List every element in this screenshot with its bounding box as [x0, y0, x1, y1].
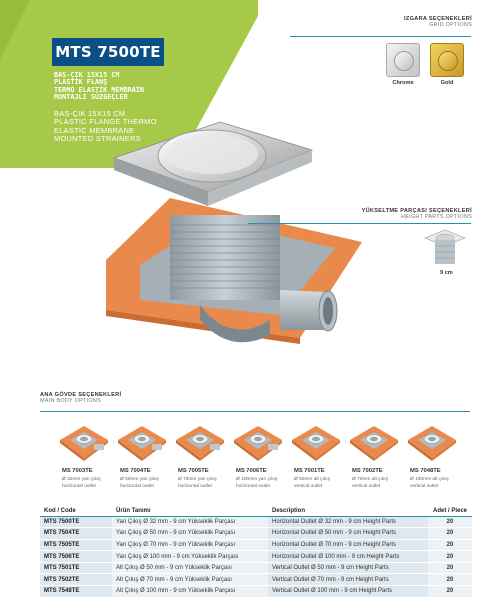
- product-title: MTS 7500TE: [52, 38, 164, 66]
- body-option-tr: Ø 100mm yan çıkış: [236, 477, 278, 482]
- row-en: Vertical Outlet Ø 50 mm - 9 cm Height Pa…: [268, 562, 428, 575]
- row-tr: Yan Çıkış Ø 100 mm - 9 cm Yükseklik Parç…: [112, 550, 268, 563]
- row-code: MTS 7506TE: [40, 550, 112, 563]
- body-option-en: vertical outlet: [294, 484, 323, 489]
- row-tr: Alt Çıkış Ø 100 mm - 9 cm Yükseklik Parç…: [112, 585, 268, 598]
- body-option-image: [60, 426, 108, 461]
- product-description-tr: BAS-ÇIK 15x15 cm PLASTİK FLANŞ TERMO ELA…: [54, 71, 224, 102]
- row-qty: 20: [428, 573, 472, 587]
- desc-en-line: PLASTIC FLANGE THERMO: [54, 117, 157, 127]
- row-tr: Alt Çıkış Ø 70 mm - 9 cm Yükseklik Parça…: [112, 573, 268, 587]
- body-option-code: MS 7003TE: [62, 468, 93, 474]
- body-option-image: [234, 426, 282, 461]
- col-qty-header: Adet / Piece: [428, 507, 472, 516]
- row-qty: 20: [428, 562, 472, 575]
- body-option-en: vertical outlet: [352, 484, 381, 489]
- desc-tr-line: TERMO ELASTİK MEMBRAIN: [54, 85, 145, 94]
- height-parts-title: YÜKSELTME PARÇASI SEÇENEKLERİ: [361, 208, 472, 214]
- grid-options-heading: IZGARA SEÇENEKLERİ GRID OPTIONS: [404, 16, 472, 28]
- body-option-en: vertical outlet: [410, 484, 439, 489]
- product-illustration: [106, 121, 362, 344]
- product-table: Kod / Code Ürün Tanımı Description Adet …: [40, 507, 472, 598]
- body-option-en: horizontal outlet: [178, 484, 212, 489]
- row-qty: 20: [428, 516, 472, 529]
- height-parts-heading: YÜKSELTME PARÇASI SEÇENEKLERİ HEIGHT PAR…: [362, 208, 472, 220]
- row-code: MTS 7548TE: [40, 585, 112, 598]
- product-description-en: BAS-ÇIK 15x15 cm PLASTIC FLANGE THERMO E…: [54, 109, 224, 144]
- row-en: Horizontal Outlet Ø 100 mm - 9 cm Height…: [268, 550, 428, 563]
- desc-tr-line: BAS-ÇIK 15x15 cm: [54, 71, 120, 79]
- body-options-heading: ANA GÖVDE SEÇENEKLERİ MAIN BODY OPTIONS: [40, 392, 121, 404]
- body-option-tr: Ø 70mm alt çıkış: [352, 477, 388, 482]
- divider-line: [248, 223, 471, 224]
- desc-en-line: ELASTIC MEMBRANE: [54, 125, 135, 135]
- body-options-title: ANA GÖVDE SEÇENEKLERİ: [40, 392, 122, 398]
- desc-tr-line: PLASTİK FLANŞ: [54, 78, 108, 87]
- desc-en-line: BAS-ÇIK 15x15 cm: [54, 109, 126, 118]
- row-code: MTS 7505TE: [40, 539, 112, 552]
- height-parts-subtitle: HEIGHT PARTS OPTIONS: [401, 214, 472, 220]
- chrome-label: Chrome: [392, 80, 414, 86]
- body-option-en: horizontal outlet: [120, 484, 154, 489]
- grid-options-title: IZGARA SEÇENEKLERİ: [404, 16, 472, 22]
- table-header-row: Kod / Code Ürün Tanımı Description Adet …: [40, 507, 472, 516]
- col-code-header: Kod / Code: [40, 507, 112, 516]
- row-en: Horizontal Outlet Ø 32 mm - 9 cm Height …: [268, 516, 428, 529]
- grid-options-subtitle: GRID OPTIONS: [429, 22, 472, 28]
- body-option-image: [408, 426, 456, 461]
- height-part-image: [424, 229, 466, 264]
- row-code: MTS 7500TE: [40, 516, 112, 529]
- row-en: Vertical Outlet Ø 70 mm - 9 cm Height Pa…: [268, 573, 428, 587]
- body-option-code: MS 7002TE: [352, 468, 383, 474]
- body-option-code: MS 7048TE: [410, 468, 441, 474]
- gold-grid-swatch: [430, 43, 464, 77]
- body-option-code: MS 7001TE: [294, 468, 325, 474]
- divider-line: [40, 411, 470, 412]
- body-option-tr: Ø 70mm yan çıkış: [178, 477, 217, 482]
- body-option-en: horizontal outlet: [62, 484, 96, 489]
- body-option-tr: Ø 100mm alt çıkış: [410, 477, 449, 482]
- row-code: MTS 7502TE: [40, 573, 112, 587]
- row-en: Horizontal Outlet Ø 70 mm - 9 cm Height …: [268, 539, 428, 552]
- body-option-image: [118, 426, 166, 461]
- body-option-image: [350, 426, 398, 461]
- row-tr: Alt Çıkış Ø 50 mm - 9 cm Yükseklik Parça…: [112, 562, 268, 575]
- row-en: Vertical Outlet Ø 100 mm - 9 cm Height P…: [268, 585, 428, 598]
- desc-tr-line: MONTAJLI SÜZGEÇLER: [54, 93, 128, 102]
- body-option-tr: Ø 32mm yan çıkış: [62, 477, 101, 482]
- body-option-tr: Ø 50mm alt çıkış: [294, 477, 330, 482]
- row-en: Horizontal Outlet Ø 50 mm - 9 cm Height …: [268, 527, 428, 540]
- body-option-image: [176, 426, 224, 461]
- desc-en-line: MOUNTED STRAINERS: [54, 134, 141, 144]
- row-qty: 20: [428, 539, 472, 552]
- row-tr: Yan Çıkış Ø 50 mm - 9 cm Yükseklik Parça…: [112, 527, 268, 540]
- body-option-image: [292, 426, 340, 461]
- col-tr-header: Ürün Tanımı: [112, 507, 268, 516]
- row-code: MTS 7504TE: [40, 527, 112, 540]
- body-option-code: MS 7005TE: [178, 468, 209, 474]
- divider-line: [290, 36, 471, 37]
- col-en-header: Description: [268, 507, 428, 516]
- body-options-subtitle: MAIN BODY OPTIONS: [40, 398, 102, 404]
- gold-label: Gold: [440, 80, 454, 86]
- body-option-en: horizontal outlet: [236, 484, 270, 489]
- row-code: MTS 7501TE: [40, 562, 112, 575]
- height-part-label: 9 cm: [440, 270, 453, 276]
- row-tr: Yan Çıkış Ø 32 mm - 9 cm Yükseklik Parça…: [112, 516, 268, 529]
- chrome-grid-swatch: [386, 43, 420, 77]
- row-qty: 20: [428, 527, 472, 540]
- body-option-code: MS 7004TE: [120, 468, 151, 474]
- row-qty: 20: [428, 585, 472, 598]
- body-option-tr: Ø 50mm yan çıkış: [120, 477, 159, 482]
- row-tr: Yan Çıkış Ø 70 mm - 9 cm Yükseklik Parça…: [112, 539, 268, 552]
- body-option-code: MS 7006TE: [236, 468, 267, 474]
- row-qty: 20: [428, 550, 472, 563]
